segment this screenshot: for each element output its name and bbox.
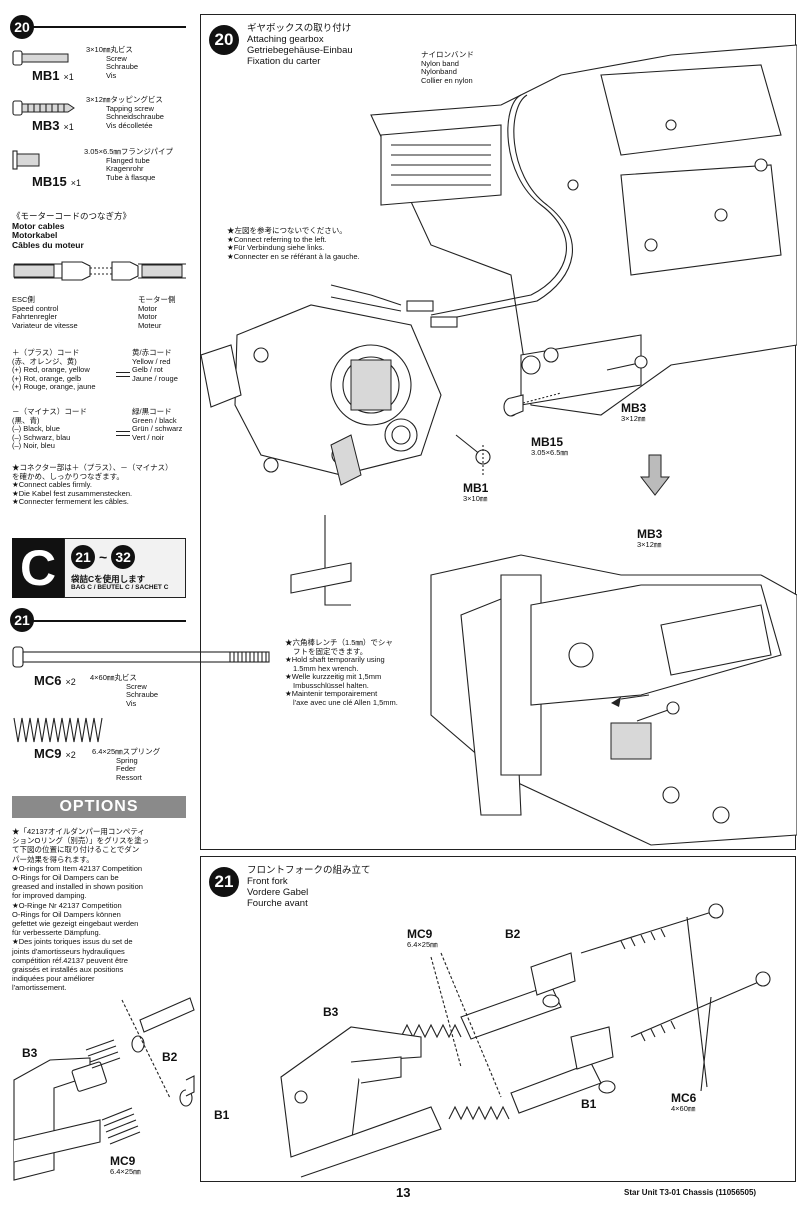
step20-title: ギヤボックスの取り付け Attaching gearbox Getriebege… <box>247 23 353 67</box>
esc-side-label: ESC側 Speed control Fahrtenregler Variate… <box>12 295 78 330</box>
part-mc9: MC9×2 6.4×25㎜スプリング Spring Feder Ressort <box>12 716 192 786</box>
part-desc: 3×12㎜タッピングビス Tapping screw Schneidschrau… <box>86 95 164 130</box>
bag-c-box: C 21 ~ 32 袋詰Cを使用します BAG C / BEUTEL C / S… <box>12 538 186 598</box>
bag-info: 21 ~ 32 袋詰Cを使用します BAG C / BEUTEL C / SAC… <box>64 538 186 598</box>
part-code: MB3×1 <box>32 118 74 133</box>
step-number: 21 <box>71 545 95 569</box>
b1-callout: B1 <box>581 1097 597 1111</box>
flanged-tube-icon <box>12 150 40 170</box>
mb1-callout: MB1 3×10㎜ <box>463 481 489 503</box>
bag-letter: C <box>12 538 64 598</box>
hex-wrench-note: ★六角棒レンチ（1.5㎜）でシャ フトを固定できます。 ★Hold shaft … <box>285 638 398 707</box>
spring-icon <box>13 717 103 743</box>
divider <box>30 26 186 28</box>
page-number: 13 <box>396 1185 411 1200</box>
bag-en-text: BAG C / BEUTEL C / SACHET C <box>71 584 169 591</box>
equals-mark <box>116 372 130 377</box>
part-desc: 6.4×25㎜スプリング Spring Feder Ressort <box>92 747 161 782</box>
part-code: MC6×2 <box>34 673 76 688</box>
mc6-callout: MC6 4×60㎜ <box>671 1091 697 1113</box>
part-mb15: MB15×1 3.05×6.5㎜フランジパイプ Flanged tube Kra… <box>12 147 192 189</box>
b3-callout: B3 <box>323 1005 339 1019</box>
minus-cable-left: －（マイナス）コード (黒、青) (–) Black, blue (–) Sch… <box>12 407 87 450</box>
mb3b-callout: MB3 3×12㎜ <box>637 527 663 549</box>
plus-cable-left: ＋（プラス）コード (赤、オレンジ、黄) (+) Red, orange, ye… <box>12 348 96 391</box>
divider <box>30 620 186 622</box>
screw-icon <box>12 50 69 66</box>
step20-panel: 20 ギヤボックスの取り付け Attaching gearbox Getrieb… <box>200 14 797 850</box>
connector-note: ★コネクター部は＋（プラス）、－（マイナス） を確かめ、しっかりつなぎます。 ★… <box>12 463 173 506</box>
part-desc: 4×60㎜丸ビス Screw Schraube Vis <box>90 673 159 708</box>
label-mc9: MC9 <box>110 1154 136 1168</box>
front-fork-drawing <box>280 903 771 1178</box>
label-b1: B1 <box>214 1108 230 1122</box>
step-number: 20 <box>10 15 34 39</box>
options-text: ★「42137オイルダンパー用コンペティ ションOリング（別売）」をグリスを塗っ… <box>12 827 150 993</box>
cable-connector-diagram <box>13 261 186 281</box>
step-number: 21 <box>209 867 239 897</box>
part-mb3: MB3×1 3×12㎜タッピングビス Tapping screw Schneid… <box>12 95 192 136</box>
step-number: 20 <box>209 25 239 55</box>
part-code: MB1×1 <box>32 68 74 83</box>
nylon-band-label: ナイロンバンド Nylon band Nylonband Collier en … <box>421 50 474 85</box>
options-fork-diagram <box>13 997 195 1181</box>
step21-panel: 21 フロントフォークの組み立て Front fork Vordere Gabe… <box>200 856 796 1182</box>
screw-icon <box>12 646 270 668</box>
step-number: 21 <box>10 608 34 632</box>
label-b2: B2 <box>162 1050 178 1064</box>
step21-title: フロントフォークの組み立て Front fork Vordere Gabel F… <box>247 865 371 909</box>
footer-title: Star Unit T3-01 Chassis (11056505) <box>624 1188 757 1197</box>
label-b3: B3 <box>22 1046 38 1060</box>
part-code: MB15×1 <box>32 174 81 189</box>
part-code: MC9×2 <box>34 746 76 761</box>
part-mc6: MC6×2 4×60㎜丸ビス Screw Schraube Vis <box>12 646 282 712</box>
equals-mark <box>116 431 130 436</box>
bag-jp-text: 袋詰Cを使用します <box>71 574 146 584</box>
step21-sidebar-header: 21 <box>10 608 186 634</box>
motor-side-label: モーター側 Motor Motor Moteur <box>138 295 176 330</box>
plus-cable-right: 黄/赤コード Yellow / red Gelb / rot Jaune / r… <box>132 348 178 383</box>
mc9-callout: MC9 6.4×25㎜ <box>407 927 438 949</box>
part-desc: 3×10㎜丸ビス Screw Schraube Vis <box>86 45 139 80</box>
part-desc: 3.05×6.5㎜フランジパイプ Flanged tube Kragenrohr… <box>84 147 173 182</box>
step-number: 32 <box>111 545 136 569</box>
connect-note: ★左図を参考につないでください。 ★Connect referring to t… <box>227 226 360 261</box>
gearbox-assembly-drawing <box>201 44 797 846</box>
bag-step-range: 21 ~ 32 <box>71 545 136 569</box>
mb3-callout: MB3 3×12㎜ <box>621 401 647 423</box>
motor-cables-title: 《モーターコードのつなぎ方》 Motor cables Motorkabel C… <box>12 211 132 250</box>
label-mc9-size: 6.4×25㎜ <box>110 1167 141 1176</box>
part-mb1: MB1×1 3×10㎜丸ビス Screw Schraube Vis <box>12 45 192 86</box>
tapping-screw-icon <box>12 100 75 116</box>
minus-cable-right: 緑/黒コード Green / black Grün / schwarz Vert… <box>132 407 183 442</box>
options-header: OPTIONS <box>12 796 186 818</box>
mb15-callout: MB15 3.05×6.5㎜ <box>531 435 568 457</box>
range-tilde: ~ <box>99 549 108 565</box>
motor-cables-section: 《モーターコードのつなぎ方》 Motor cables Motorkabel C… <box>12 211 192 506</box>
b2-callout: B2 <box>505 927 521 941</box>
